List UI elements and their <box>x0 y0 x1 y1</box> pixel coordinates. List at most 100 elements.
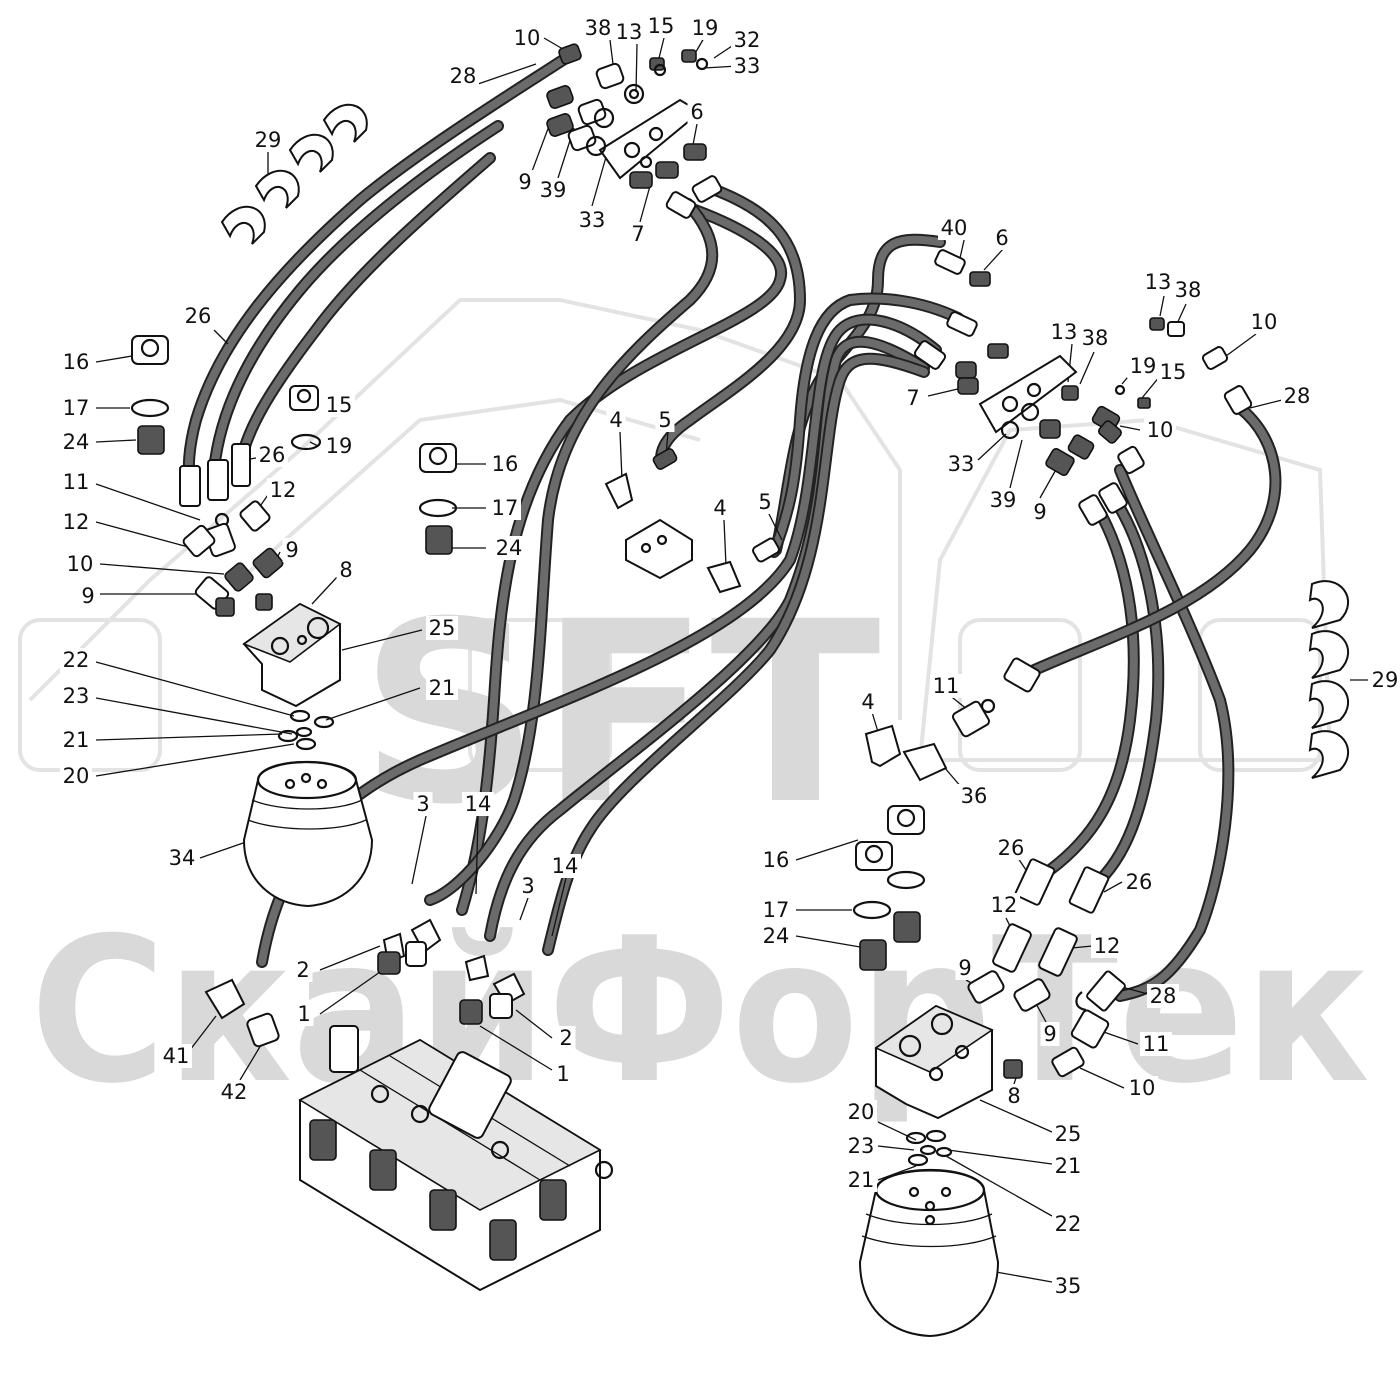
leader-line <box>877 1121 917 1141</box>
hose-body <box>486 337 928 940</box>
leader-line <box>795 935 867 949</box>
callout-background <box>845 1134 877 1158</box>
part-callout-number: 7 <box>631 222 644 246</box>
leader-line <box>927 387 963 397</box>
callout-background <box>628 222 648 246</box>
part-callout-number: 21 <box>848 1168 875 1192</box>
callout-background <box>1052 1274 1084 1298</box>
part-callout-number: 24 <box>63 430 90 454</box>
part-callout-number: 13 <box>616 20 643 44</box>
leader-line <box>877 1145 915 1151</box>
part-callout-number: 26 <box>1126 870 1153 894</box>
part-callout-number: 5 <box>658 408 671 432</box>
part-callout-number: 10 <box>1129 1076 1156 1100</box>
callout-background <box>493 536 525 560</box>
leader-line <box>1079 351 1095 385</box>
callout-background <box>606 408 626 432</box>
callout-background <box>1040 1022 1060 1046</box>
leader-line <box>1225 333 1257 357</box>
junction-block-middle <box>604 448 780 594</box>
part-callout-number: 38 <box>1175 278 1202 302</box>
valve-block-right <box>874 1004 994 1120</box>
callout-background <box>1091 934 1123 958</box>
part-callout-number: 19 <box>692 16 719 40</box>
callout-background <box>1052 1154 1084 1178</box>
part-callout-number: 8 <box>339 558 352 582</box>
part-callout-number: 34 <box>169 846 196 870</box>
leader-line <box>945 1155 1053 1217</box>
part-callout-number: 19 <box>1130 354 1157 378</box>
callout-background <box>256 443 288 467</box>
leader-line <box>341 629 423 651</box>
part-callout-number: 4 <box>713 496 726 520</box>
part-callout-number: 39 <box>540 178 567 202</box>
part-callout-number: 2 <box>296 958 309 982</box>
o-rings-left <box>277 709 335 751</box>
callout-background <box>645 14 677 38</box>
part-callout-number: 12 <box>63 510 90 534</box>
leader-line <box>619 431 623 481</box>
callout-background <box>515 170 535 194</box>
callout-background <box>760 848 792 872</box>
control-valve-bank <box>298 1025 614 1292</box>
part-callout-number: 10 <box>67 552 94 576</box>
leader-line <box>635 43 638 93</box>
part-callout-number: 23 <box>63 684 90 708</box>
part-callout-number: 15 <box>1160 360 1187 384</box>
part-callout-number: 29 <box>255 128 282 152</box>
part-callout-number: 32 <box>734 28 761 52</box>
callout-background <box>582 16 614 40</box>
leader-line <box>551 877 567 937</box>
leader-line <box>95 439 137 443</box>
hose-body <box>426 200 717 904</box>
part-callout-number: 9 <box>285 538 298 562</box>
callout-background <box>1147 984 1179 1008</box>
hose-body <box>1046 512 1138 874</box>
part-callout-number: 3 <box>416 792 429 816</box>
leader-line <box>515 1009 553 1039</box>
part-callout-number: 12 <box>1094 934 1121 958</box>
part-callout-number: 33 <box>579 208 606 232</box>
part-callout-number: 6 <box>995 226 1008 250</box>
callout-background <box>858 690 878 714</box>
part-callout-number: 16 <box>63 350 90 374</box>
leader-line <box>877 1165 917 1181</box>
part-callout-number: 17 <box>492 496 519 520</box>
callout-background <box>958 784 990 808</box>
hose-body <box>184 54 570 484</box>
hose-body <box>1026 404 1280 676</box>
part-callout-number: 41 <box>163 1044 190 1068</box>
plug-stack-center <box>418 443 458 555</box>
hose-body <box>210 122 502 474</box>
leader-line <box>1103 881 1123 893</box>
leader-line <box>795 839 859 861</box>
part-callout-number: 8 <box>1007 1084 1020 1108</box>
fittings-right-upper <box>913 249 1253 526</box>
callout-background <box>518 874 538 898</box>
callout-background <box>987 488 1019 512</box>
callout-background <box>267 478 299 502</box>
callout-background <box>655 408 675 432</box>
part-callout-number: 10 <box>514 26 541 50</box>
leader-line <box>95 733 283 741</box>
callout-background <box>60 764 92 788</box>
callout-background <box>1126 1076 1158 1100</box>
part-callout-number: 9 <box>81 584 94 608</box>
leader-line <box>319 945 381 971</box>
part-callout-number: 19 <box>326 434 353 458</box>
hose-clamp-right <box>1308 580 1350 779</box>
manifold-plate-top <box>598 98 702 180</box>
part-callout-number: 28 <box>1284 384 1311 408</box>
part-callout-number: 13 <box>1145 270 1172 294</box>
callout-background <box>553 1062 573 1086</box>
callout-background <box>731 28 763 52</box>
part-callout-number: 14 <box>552 854 579 878</box>
callout-background <box>413 792 433 816</box>
part-callout-number: 33 <box>734 54 761 78</box>
part-callout-number: 12 <box>270 478 297 502</box>
callout-background <box>60 684 92 708</box>
callout-background <box>1123 870 1155 894</box>
callout-background <box>945 452 977 476</box>
swivel-joint-left <box>242 760 374 908</box>
